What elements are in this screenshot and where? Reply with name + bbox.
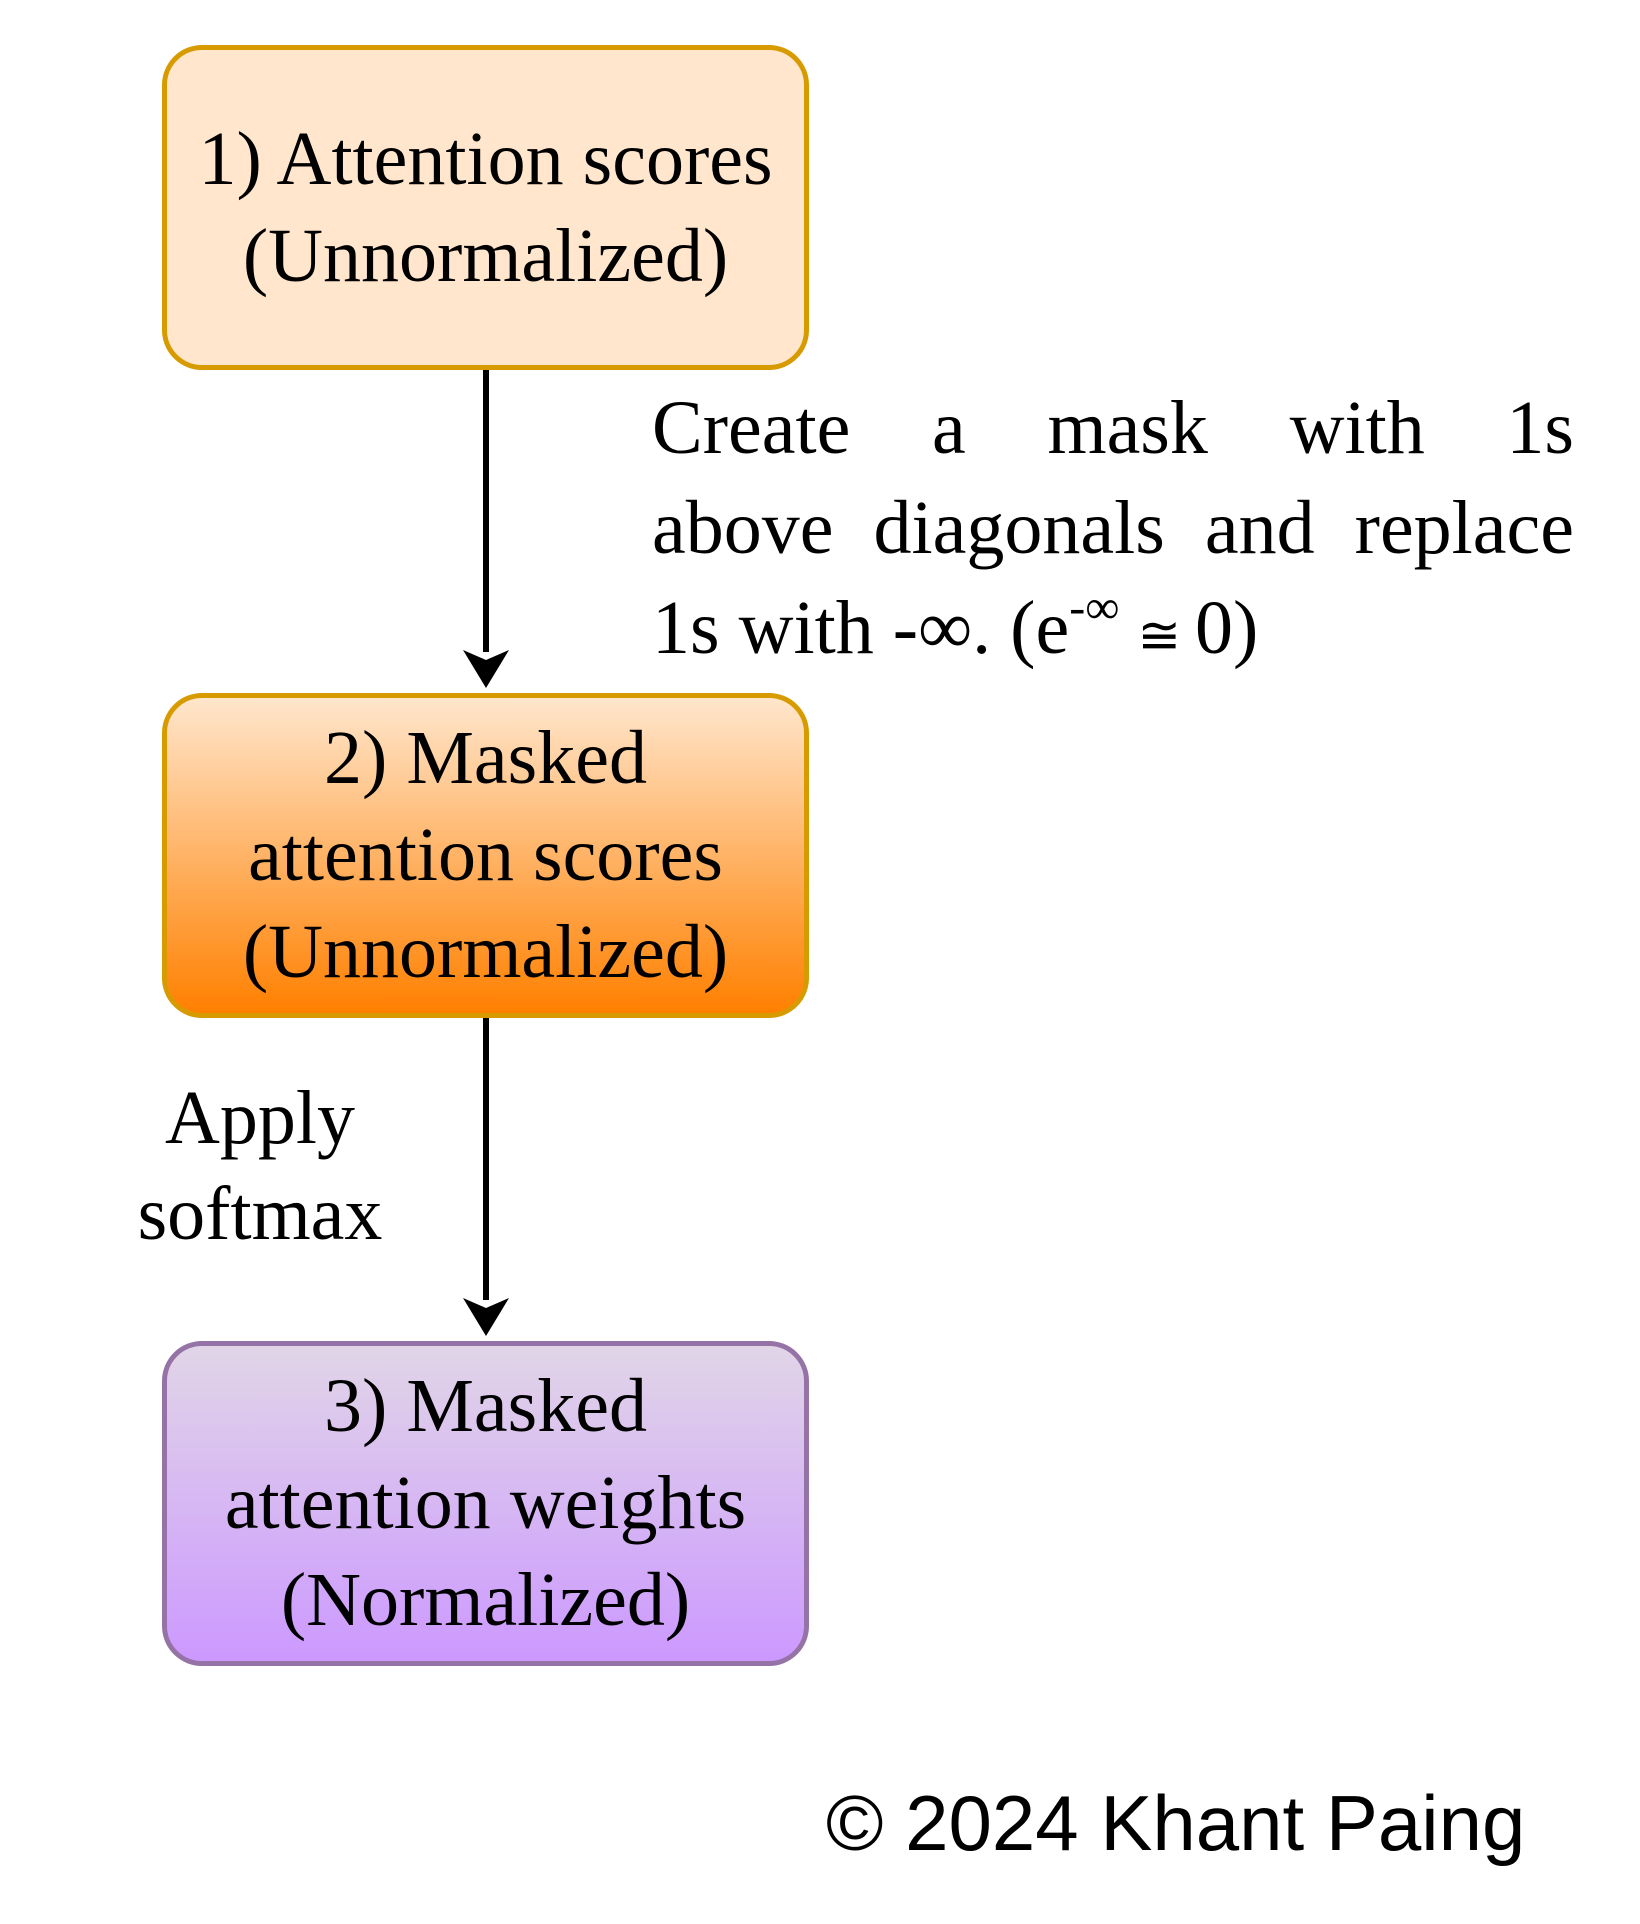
node-label-line: attention scores: [248, 813, 723, 897]
mask-label-line: Create a mask with 1s: [652, 386, 1574, 470]
node-label-line: 2) Masked: [324, 716, 647, 800]
approx-symbol: ≅: [1137, 608, 1182, 665]
mask-edge-label: Create a mask with 1s above diagonals an…: [652, 378, 1574, 687]
node-label-line: attention weights: [224, 1461, 747, 1545]
arrow-1-to-2: [463, 370, 509, 688]
node-label-line: (Normalized): [280, 1558, 691, 1642]
softmax-label-line: Apply: [165, 1076, 355, 1160]
masked-attention-weights-node: 3) Masked attention weights (Normalized): [162, 1341, 809, 1666]
mask-label-line: above diagonals and replace: [652, 486, 1574, 570]
mask-label-text: 0): [1195, 586, 1259, 670]
softmax-edge-label: Apply softmax: [110, 1070, 410, 1262]
mask-label-text: 1s with -∞. (e: [652, 586, 1070, 670]
copyright-notice: © 2024 Khant Paing: [826, 1779, 1526, 1867]
arrow-2-to-3: [463, 1018, 509, 1336]
node-label-line: 3) Masked: [324, 1364, 647, 1448]
node-label-line: (Unnormalized): [242, 910, 729, 994]
node-label-line: 1) Attention scores: [198, 116, 773, 201]
masked-attention-scores-node: 2) Masked attention scores (Unnormalized…: [162, 693, 809, 1018]
node-label-line: (Unnormalized): [242, 213, 729, 298]
softmax-label-line: softmax: [137, 1172, 383, 1256]
exponent: -∞: [1069, 580, 1120, 634]
mask-label-line: 1s with -∞. (e-∞ ≅0): [652, 578, 1574, 687]
attention-scores-node: 1) Attention scores (Unnormalized): [162, 45, 809, 370]
